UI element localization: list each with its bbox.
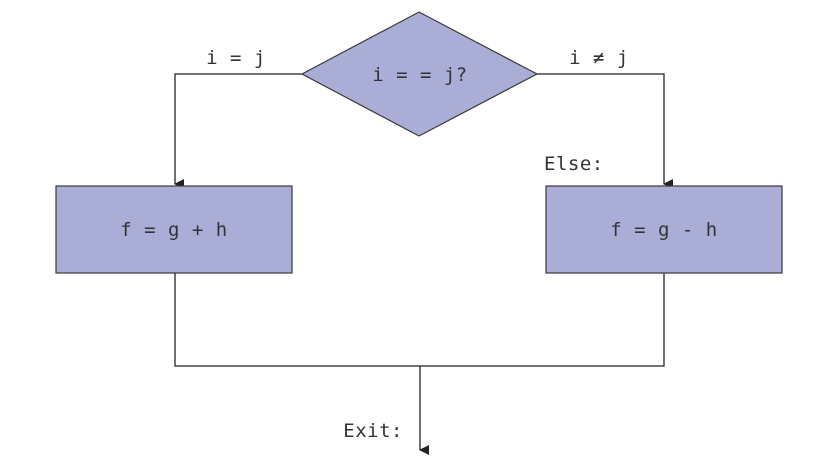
merge-line [174, 273, 665, 367]
no-branch-arrow [536, 73, 673, 189]
then-block-statement: f = g + h [120, 219, 227, 241]
else-block: f = g - h [545, 185, 783, 274]
yes-branch-arrow [174, 73, 302, 189]
no-branch-label: i ≠ j [569, 47, 629, 69]
decision-diamond [300, 11, 539, 137]
exit-label: Exit: [343, 420, 403, 442]
then-block-box [55, 185, 293, 274]
decision-node: i = = j? [300, 11, 539, 137]
else-block-statement: f = g - h [610, 219, 717, 241]
else-label: Else: [544, 153, 604, 175]
yes-branch-label: i = j [206, 47, 266, 69]
else-block-box [545, 185, 783, 274]
then-block: f = g + h [55, 185, 293, 274]
connectors [174, 73, 673, 455]
decision-condition: i = = j? [372, 64, 468, 86]
